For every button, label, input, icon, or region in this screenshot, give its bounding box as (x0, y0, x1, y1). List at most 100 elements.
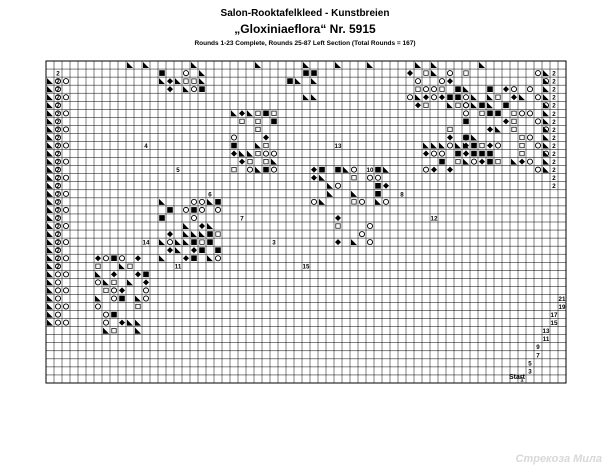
yo-circle-symbol (462, 134, 470, 141)
k2tog-triangle-symbol (47, 214, 53, 221)
right-edge-number: 2 (552, 127, 556, 134)
filled-square-symbol (375, 166, 381, 173)
open-square-symbol (479, 142, 485, 149)
right-edge-number: 2 (552, 71, 556, 78)
right-edge-number: 2 (552, 183, 556, 190)
right-edge-number: 2 (552, 135, 556, 142)
open-square-symbol (231, 167, 237, 173)
filled-diamond-symbol (135, 271, 141, 278)
row-edge-number: 2 (56, 119, 60, 126)
yo-circle-symbol (270, 166, 278, 173)
k2tog-triangle-symbol (183, 86, 189, 93)
row-edge-number: 2 (56, 223, 60, 230)
open-square-symbol (239, 118, 245, 124)
filled-square-symbol (487, 86, 493, 92)
open-square-symbol (103, 287, 109, 294)
yo-circle-symbol (470, 158, 478, 165)
filled-square-symbol (207, 231, 213, 237)
yo-circle-symbol (54, 118, 62, 125)
k2tog-triangle-symbol (207, 255, 213, 262)
staircase-number: 15 (551, 320, 558, 327)
filled-square-symbol (495, 110, 501, 117)
right-edge-number: 2 (552, 111, 556, 118)
staircase-number: 13 (543, 328, 550, 335)
yo-circle-symbol (230, 134, 238, 141)
k2tog-triangle-symbol (103, 279, 109, 286)
yo-circle-symbol (54, 214, 62, 221)
open-square-symbol (191, 78, 197, 84)
filled-square-symbol (455, 94, 461, 101)
k2tog-triangle-symbol (159, 255, 165, 262)
yo-circle-symbol (142, 295, 150, 302)
k2tog-triangle-symbol (247, 150, 253, 157)
filled-square-symbol (191, 207, 197, 213)
chart-symbols (47, 62, 550, 334)
yo-circle-symbol (54, 190, 62, 197)
k2tog-triangle-symbol (207, 198, 213, 205)
filled-diamond-symbol (447, 78, 453, 85)
filled-diamond-symbol (487, 126, 493, 133)
row-edge-number: 2 (56, 151, 60, 158)
yo-circle-symbol (62, 239, 70, 246)
k2tog-triangle-symbol (47, 271, 53, 278)
yo-circle-symbol (54, 86, 62, 93)
k2tog-triangle-symbol (47, 319, 53, 326)
yo-circle-symbol (446, 142, 454, 149)
k2tog-triangle-symbol (543, 150, 549, 157)
filled-square-symbol (447, 94, 453, 101)
open-square-symbol (95, 263, 101, 269)
filled-square-symbol (479, 150, 485, 157)
yo-circle-symbol (190, 86, 198, 93)
yo-circle-symbol (374, 174, 382, 181)
yo-circle-symbol (422, 166, 430, 173)
k2tog-triangle-symbol (231, 110, 237, 117)
k2tog-triangle-symbol (327, 182, 333, 189)
yo-circle-symbol (62, 94, 70, 101)
yo-circle-symbol (54, 182, 62, 189)
filled-diamond-symbol (199, 223, 205, 230)
yo-circle-symbol (54, 303, 62, 310)
yo-circle-symbol (62, 206, 70, 213)
chart-numbers: 2222222222222222222222222222222222222222… (56, 71, 566, 384)
open-square-symbol (519, 151, 525, 157)
filled-square-symbol (263, 166, 269, 173)
yo-circle-symbol (446, 70, 454, 77)
yo-circle-symbol (54, 295, 62, 302)
k2tog-triangle-symbol (47, 255, 53, 262)
k2tog-triangle-symbol (127, 62, 133, 69)
k2tog-triangle-symbol (47, 239, 53, 246)
filled-square-symbol (463, 118, 469, 125)
open-square-symbol (423, 70, 429, 76)
right-edge-number: 2 (552, 103, 556, 110)
open-square-symbol (111, 328, 117, 334)
k2tog-triangle-symbol (463, 86, 469, 93)
k2tog-triangle-symbol (319, 174, 325, 181)
k2tog-triangle-symbol (47, 110, 53, 117)
open-square-symbol (135, 303, 141, 310)
k2tog-triangle-symbol (183, 231, 189, 238)
k2tog-triangle-symbol (47, 231, 53, 238)
k2tog-triangle-symbol (471, 134, 477, 141)
grid-lines (46, 61, 566, 383)
filled-square-symbol (159, 70, 165, 76)
filled-diamond-symbol (415, 102, 421, 109)
filled-square-symbol (503, 102, 509, 109)
yo-circle-symbol (110, 295, 118, 302)
filled-diamond-symbol (167, 86, 173, 93)
k2tog-triangle-symbol (431, 62, 437, 69)
k2tog-triangle-symbol (47, 86, 53, 93)
open-square-symbol (247, 159, 253, 165)
filled-square-symbol (231, 142, 237, 149)
yo-circle-symbol (54, 255, 62, 262)
filled-diamond-symbol (95, 255, 101, 262)
k2tog-triangle-symbol (143, 62, 149, 69)
yo-circle-symbol (190, 214, 198, 221)
k2tog-triangle-symbol (319, 198, 325, 205)
k2tog-triangle-symbol (47, 182, 53, 189)
open-square-symbol (215, 231, 221, 237)
k2tog-triangle-symbol (47, 279, 53, 286)
yo-circle-symbol (94, 303, 102, 310)
filled-square-symbol (319, 166, 325, 173)
open-square-symbol (263, 142, 269, 149)
